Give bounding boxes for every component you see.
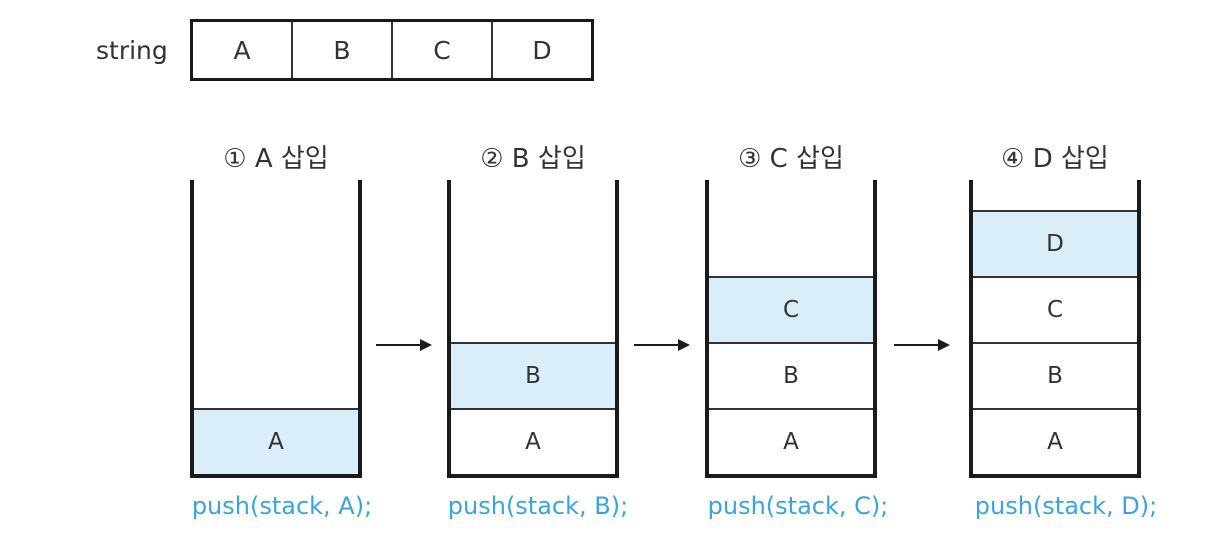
right-arrow-icon [634, 339, 690, 351]
step-1-title: ① A 삽입 [223, 144, 329, 174]
stack-step-4: A B C D [969, 180, 1141, 478]
push-caption-c: push(stack, C); [707, 492, 889, 520]
right-arrow-icon [376, 339, 432, 351]
stack-step-2: A B [447, 180, 619, 478]
right-arrow-icon [894, 339, 950, 351]
stack-step-3: A B C [705, 180, 877, 478]
step-3-title: ③ C 삽입 [738, 144, 844, 174]
stack-step-1: A [190, 180, 362, 478]
stack-slot: A [451, 408, 615, 474]
stack-slot: A [973, 408, 1137, 474]
stack-slot: A [709, 408, 873, 474]
stack-slot: A [194, 408, 358, 474]
stack-slot: B [451, 342, 615, 408]
stack-slot: B [973, 342, 1137, 408]
string-cell-d: D [491, 22, 591, 78]
push-caption-d: push(stack, D); [974, 492, 1158, 520]
step-2-title: ② B 삽입 [480, 144, 586, 174]
string-cell-a: A [233, 35, 251, 65]
push-caption-a: push(stack, A); [191, 492, 373, 520]
stack-slot: B [709, 342, 873, 408]
stack-slot: D [973, 210, 1137, 276]
string-array: A B C D [190, 19, 594, 81]
string-cell-c: C [391, 22, 491, 78]
push-caption-b: push(stack, B); [447, 492, 629, 520]
stack-slot: C [709, 276, 873, 342]
string-cell-b: B [291, 22, 391, 78]
step-4-title: ④ D 삽입 [1001, 144, 1109, 174]
string-label: string [96, 36, 168, 65]
stack-slot: C [973, 276, 1137, 342]
